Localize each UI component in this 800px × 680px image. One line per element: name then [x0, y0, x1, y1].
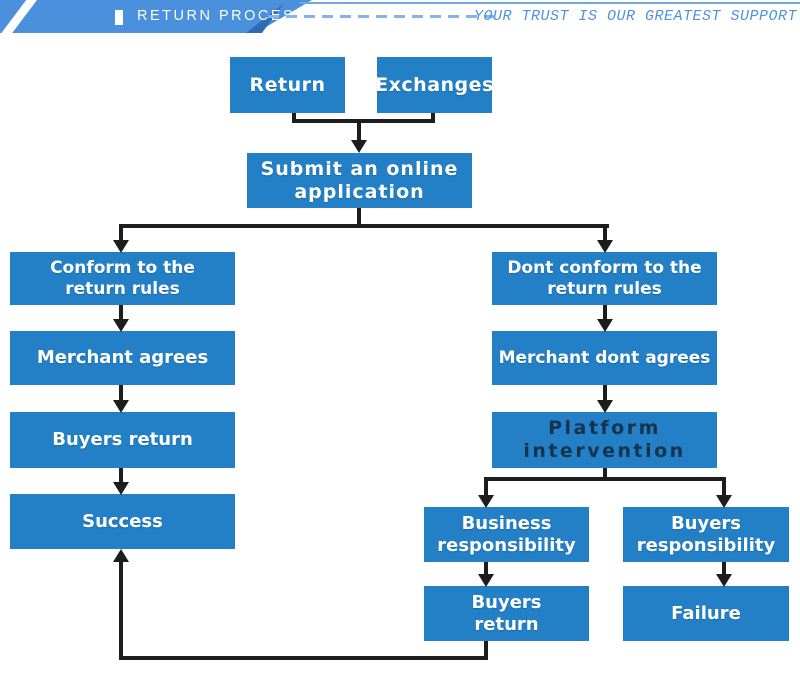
node-buyers-return-bottom: Buyers return: [424, 586, 589, 641]
connector-platform-left-drop: [484, 480, 488, 495]
node-conform-rules-label: Conform to the return rules: [50, 258, 195, 299]
node-submit-application: Submit an online application: [247, 153, 472, 208]
node-buyers-return-left: Buyers return: [10, 412, 235, 468]
node-dont-conform-rules-label: Dont conform to the return rules: [507, 258, 702, 299]
connector-buyersresp-to-failure: [722, 562, 726, 575]
header-top-line: [300, 2, 800, 4]
node-conform-rules: Conform to the return rules: [10, 252, 235, 305]
arrowhead-to-buyers-resp: [716, 495, 732, 508]
node-business-responsibility: Business responsibility: [424, 507, 589, 562]
connector-loop-down: [484, 641, 488, 660]
connector-submit-stem: [357, 208, 361, 227]
arrowhead-to-success: [113, 482, 129, 495]
node-platform-intervention-label: Platform intervention: [523, 417, 686, 462]
connector-loop-up: [119, 560, 123, 660]
arrowhead-to-merchant-agrees: [113, 319, 129, 332]
node-buyers-responsibility: Buyers responsibility: [623, 507, 789, 562]
connector-dont-to-merchant-dont: [603, 305, 607, 320]
connector-buyers-to-success: [119, 468, 123, 483]
node-merchant-dont-agrees-label: Merchant dont agrees: [498, 347, 711, 368]
node-buyers-return-left-label: Buyers return: [52, 429, 193, 451]
node-exchanges-label: Exchanges: [375, 73, 494, 96]
connector-split-bar: [119, 224, 609, 228]
connector-split-right-drop: [603, 227, 607, 241]
node-submit-application-label: Submit an online application: [260, 157, 459, 203]
arrowhead-to-platform: [597, 400, 613, 413]
connector-split-left-drop: [119, 227, 123, 241]
connector-merchant-to-buyers: [119, 385, 123, 401]
connector-return-drop: [292, 113, 296, 122]
node-return: Return: [230, 57, 345, 113]
arrowhead-to-submit: [351, 140, 367, 153]
arrowhead-loop-to-success: [113, 549, 129, 562]
arrowhead-to-buyers-return-left: [113, 400, 129, 413]
title-bullet-icon: [115, 10, 123, 25]
node-business-responsibility-label: Business responsibility: [437, 512, 576, 556]
connector-platform-stem: [603, 468, 607, 481]
node-success-label: Success: [82, 510, 163, 532]
node-merchant-agrees-label: Merchant agrees: [36, 347, 209, 369]
arrowhead-to-business-resp: [478, 495, 494, 508]
node-success: Success: [10, 494, 235, 549]
arrowhead-to-failure: [716, 574, 732, 587]
node-merchant-dont-agrees: Merchant dont agrees: [492, 331, 717, 385]
page-title: RETURN PROCESS: [137, 8, 308, 24]
connector-business-to-return: [484, 562, 488, 575]
arrowhead-to-conform: [113, 240, 129, 253]
header-dashed-line: [268, 15, 494, 18]
node-failure-label: Failure: [671, 602, 741, 624]
node-failure: Failure: [623, 586, 789, 641]
node-buyers-responsibility-label: Buyers responsibility: [636, 512, 776, 556]
connector-loop-bottom: [119, 656, 488, 660]
arrowhead-to-dont-conform: [597, 240, 613, 253]
connector-conform-to-merchant: [119, 305, 123, 320]
connector-merchant-dont-to-platform: [603, 385, 607, 401]
node-exchanges: Exchanges: [375, 57, 494, 113]
node-buyers-return-bottom-label: Buyers return: [471, 591, 542, 635]
node-return-label: Return: [249, 73, 326, 96]
arrowhead-to-buyers-return-bottom: [478, 574, 494, 587]
node-dont-conform-rules: Dont conform to the return rules: [492, 252, 717, 305]
arrowhead-to-merchant-dont: [597, 319, 613, 332]
connector-merge-bar: [292, 119, 435, 123]
connector-merge-stem: [357, 121, 361, 141]
connector-exchanges-drop: [431, 113, 435, 122]
header-slogan: YOUR TRUST IS OUR GREATEST SUPPORT: [473, 8, 797, 25]
node-merchant-agrees: Merchant agrees: [10, 331, 235, 385]
connector-platform-split-bar: [484, 477, 726, 481]
connector-platform-right-drop: [722, 480, 726, 495]
node-platform-intervention: Platform intervention: [492, 412, 717, 468]
